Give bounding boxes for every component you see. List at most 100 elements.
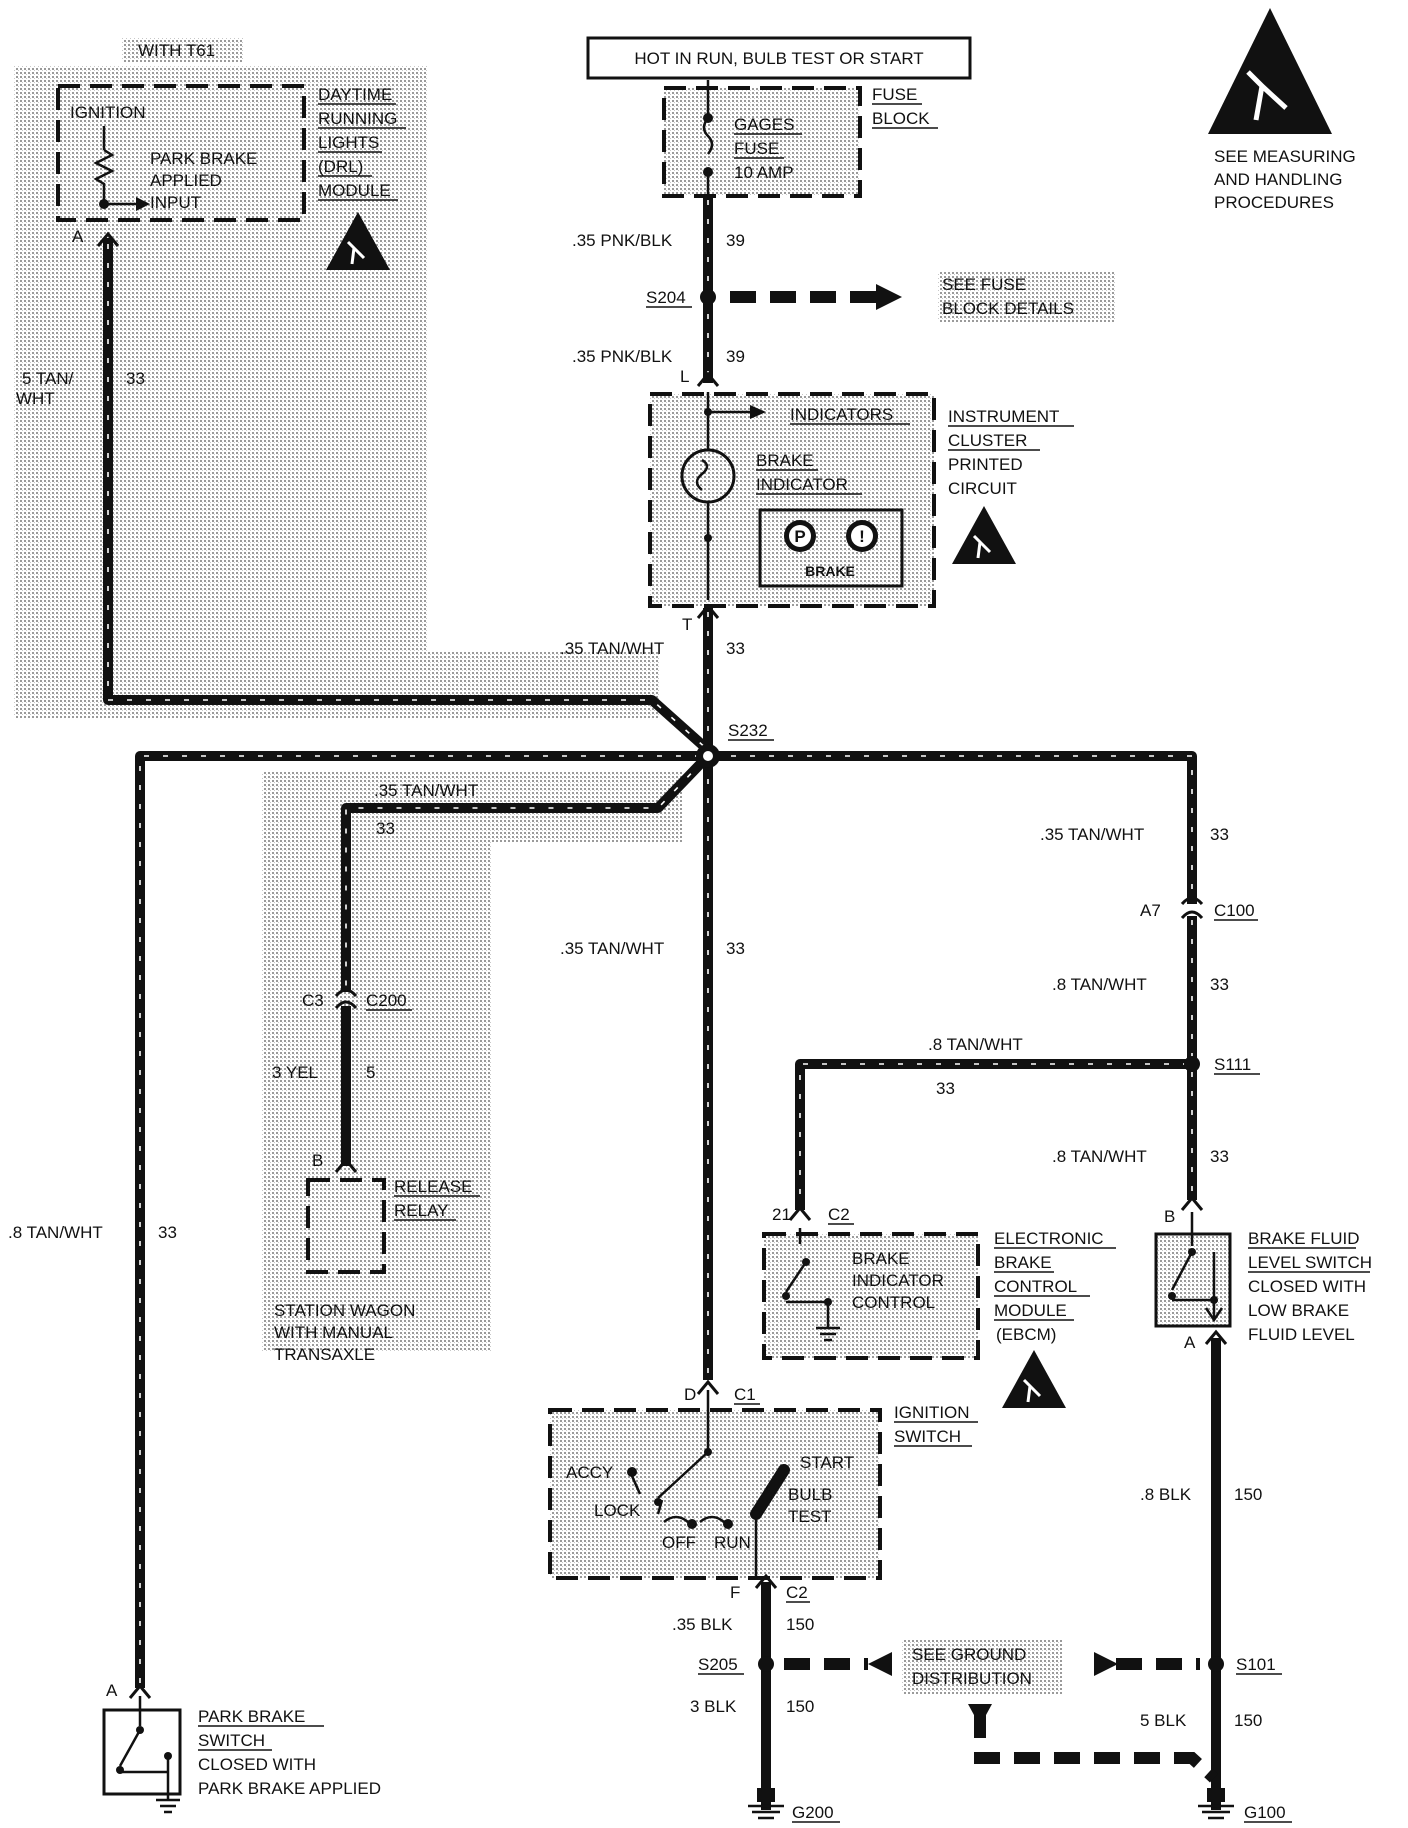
ground-arrow-left xyxy=(868,1652,892,1676)
fluid-pin-a: A xyxy=(1184,1333,1196,1352)
fuse-block-name2: BLOCK xyxy=(872,109,930,128)
ign-pin-f: F xyxy=(730,1583,740,1602)
ign-off: OFF xyxy=(662,1533,696,1552)
ign-start-contact xyxy=(750,1464,790,1520)
blk-g200-label: 3 BLK xyxy=(690,1697,737,1716)
wire-pnk-label1: .35 PNK/BLK xyxy=(572,231,673,250)
s111-label: S111 xyxy=(1214,1055,1251,1074)
drl-resistor-icon xyxy=(93,148,115,202)
ign-run: RUN xyxy=(714,1533,751,1552)
cluster-pin-t: T xyxy=(682,615,692,634)
g200-ground-icon xyxy=(748,1788,784,1820)
cluster-pin-l: L xyxy=(680,367,689,386)
cluster-name2: CLUSTER xyxy=(948,431,1027,450)
park-name3: CLOSED WITH xyxy=(198,1755,316,1774)
ebcm-inner-line3: CONTROL xyxy=(852,1293,935,1312)
left-wire-label: .8 TAN/WHT xyxy=(8,1223,103,1242)
c100-wire-num: 33 xyxy=(1210,975,1229,994)
brake-indicator-line2: INDICATOR xyxy=(756,475,848,494)
conn-c3: C3 xyxy=(302,991,324,1010)
cluster-out-wire-num: 33 xyxy=(726,639,745,658)
drl-pin-a: A xyxy=(72,227,84,246)
cluster-name3: PRINTED xyxy=(948,455,1023,474)
s205-label: S205 xyxy=(698,1655,738,1674)
drl-name-line3: LIGHTS xyxy=(318,133,379,152)
shaded-ground-note xyxy=(902,1640,1062,1694)
cluster-out-wire-label: .35 TAN/WHT xyxy=(560,639,664,658)
conn-c200: C200 xyxy=(366,991,407,1010)
drl-input-line2: APPLIED xyxy=(150,171,222,190)
ign-conn-c1: C1 xyxy=(734,1385,756,1404)
indicators-arrow xyxy=(750,405,766,419)
splice-s205[interactable] xyxy=(758,1656,774,1672)
ground-dash-g100 xyxy=(974,1712,1219,1783)
fuse-label-amp: 10 AMP xyxy=(734,163,794,182)
ebcm-name1: ELECTRONIC xyxy=(994,1229,1104,1248)
cluster-esd-icon xyxy=(952,506,1016,564)
see-ground-line2: DISTRIBUTION xyxy=(912,1669,1032,1688)
park-name1: PARK BRAKE xyxy=(198,1707,305,1726)
fluid-name5: FLUID LEVEL xyxy=(1248,1325,1355,1344)
fuse-block-name1: FUSE xyxy=(872,85,917,104)
blk-c2-label: .35 BLK xyxy=(672,1615,733,1634)
ign-conn-c2: C2 xyxy=(786,1583,808,1602)
drl-name-line5: MODULE xyxy=(318,181,391,200)
park-ground-icon xyxy=(156,1798,180,1814)
ign-lock: LOCK xyxy=(594,1501,641,1520)
blk-g100-num: 150 xyxy=(1234,1711,1262,1730)
drl-module-box[interactable] xyxy=(56,84,306,222)
ebcm-box[interactable] xyxy=(762,1232,980,1360)
blk-right-label: .8 BLK xyxy=(1140,1485,1192,1504)
fluid-name1: BRAKE FLUID xyxy=(1248,1229,1359,1248)
drl-ignition-label: IGNITION xyxy=(70,103,146,122)
wire-harness xyxy=(103,196,1221,1810)
c100-wire-label: .8 TAN/WHT xyxy=(1052,975,1147,994)
fluid-switch-icon xyxy=(1170,1212,1216,1318)
right-wire-label: .35 TAN/WHT xyxy=(1040,825,1144,844)
drl-esd-icon xyxy=(326,212,390,270)
lamp-p-label: P xyxy=(794,527,805,546)
wire-pnk-label2: .35 PNK/BLK xyxy=(572,347,673,366)
yel-wire-label: 3 YEL xyxy=(272,1063,318,1082)
g200-label: G200 xyxy=(792,1803,834,1822)
shaded-region-relay xyxy=(262,772,682,1352)
indicators-label: INDICATORS xyxy=(790,405,893,424)
fluid-name4: LOW BRAKE xyxy=(1248,1301,1349,1320)
drl-wire-label2: WHT xyxy=(16,389,55,408)
wire-39-label2: 39 xyxy=(726,347,745,366)
fuse-icon xyxy=(702,117,714,155)
park-name4: PARK BRAKE APPLIED xyxy=(198,1779,381,1798)
fuse-block-box[interactable] xyxy=(662,86,862,198)
s101-label: S101 xyxy=(1236,1655,1276,1674)
brake-lamp-panel xyxy=(758,508,904,588)
drl-input-arrowhead xyxy=(136,197,150,211)
shaded-fuse-block xyxy=(664,88,860,196)
shaded-fuse-details xyxy=(938,272,1116,322)
splice-s204[interactable] xyxy=(700,289,716,305)
brake-indicator-line1: BRAKE xyxy=(756,451,814,470)
fluid-wire-label: .8 TAN/WHT xyxy=(1052,1147,1147,1166)
ignition-switch-box[interactable] xyxy=(548,1408,882,1580)
hot-in-run-box xyxy=(586,36,972,80)
park-brake-switch-box[interactable] xyxy=(102,1708,182,1796)
ign-name1: IGNITION xyxy=(894,1403,970,1422)
shaded-ebcm xyxy=(764,1234,978,1358)
drl-input-line1: PARK BRAKE xyxy=(150,149,257,168)
ebcm-name3: CONTROL xyxy=(994,1277,1077,1296)
park-switch-icon xyxy=(118,1696,170,1800)
ign-test: TEST xyxy=(788,1507,831,1526)
instrument-cluster-box[interactable] xyxy=(648,392,936,608)
splice-s111[interactable] xyxy=(1184,1056,1200,1072)
fuse-label-fuse: FUSE xyxy=(734,139,779,158)
release-relay-box[interactable] xyxy=(306,1178,386,1274)
ebcm-name4: MODULE xyxy=(994,1301,1067,1320)
ebcm-wire-label: .8 TAN/WHT xyxy=(928,1035,1023,1054)
ebcm-inner-line1: BRAKE xyxy=(852,1249,910,1268)
splice-s101[interactable] xyxy=(1208,1656,1224,1672)
station-wagon-line3: TRANSAXLE xyxy=(274,1345,375,1364)
ebcm-esd-icon xyxy=(1002,1350,1066,1408)
hot-in-run-label: HOT IN RUN, BULB TEST OR START xyxy=(634,49,923,68)
ign-bulb: BULB xyxy=(788,1485,832,1504)
ign-accy: ACCY xyxy=(566,1463,613,1482)
shaded-cluster xyxy=(650,394,934,606)
